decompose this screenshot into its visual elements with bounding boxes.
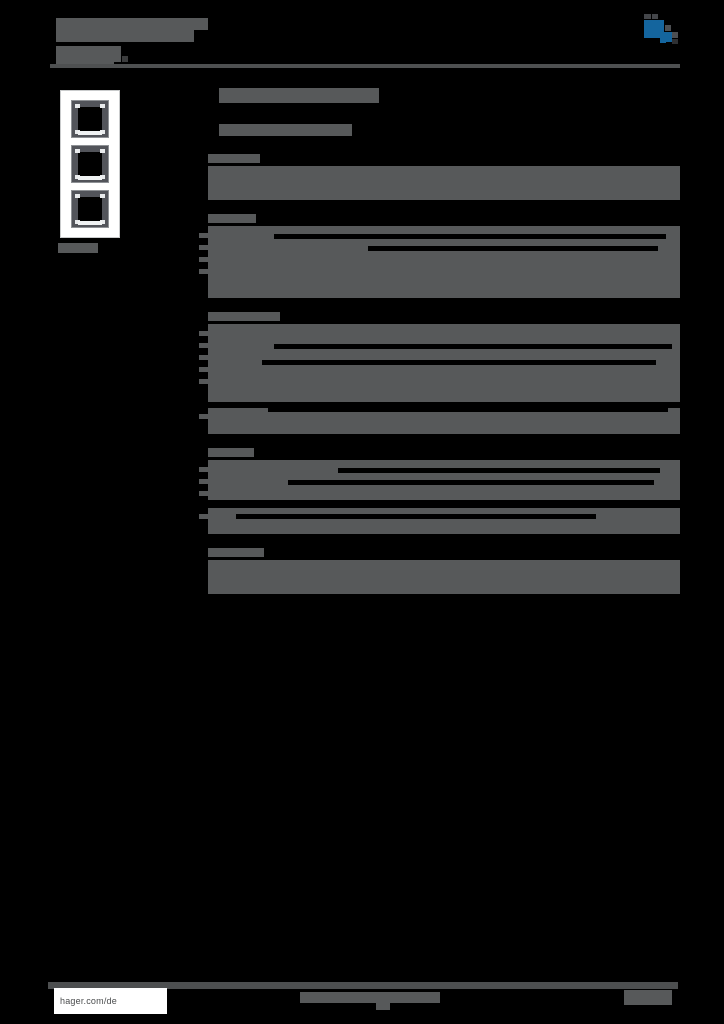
section-heading: [208, 214, 256, 223]
hager-logo-icon: [642, 12, 686, 52]
section-heading: [208, 312, 280, 321]
main-content: [199, 88, 680, 594]
spec-section-3: [199, 312, 680, 402]
header-title-line-1b: [56, 30, 194, 42]
product-image-caption: [58, 243, 98, 253]
header-title-line-2: [56, 46, 121, 62]
section-heading: [208, 154, 260, 163]
footer-url-link[interactable]: hager.com/de: [54, 988, 167, 1014]
footer-right-text: [624, 990, 672, 1005]
header-divider: [50, 64, 680, 68]
section-table: [199, 408, 680, 434]
header-title-line-1: [56, 18, 208, 30]
spec-section-6: [208, 548, 680, 594]
spec-section-1: [208, 154, 680, 200]
section-table: [199, 508, 680, 534]
product-image: [60, 90, 120, 238]
section-table: [199, 324, 680, 402]
footer-url-text: hager.com/de: [60, 996, 117, 1006]
page-title: [219, 88, 379, 103]
section-table: [199, 226, 680, 298]
spec-section-2: [199, 214, 680, 298]
section-heading: [208, 548, 264, 557]
product-gang-2: [71, 144, 109, 183]
spec-section-4: [199, 448, 680, 500]
spec-section-5: [199, 508, 680, 534]
section-table: [199, 460, 680, 500]
footer-page-number: [376, 1003, 390, 1010]
spec-section-3-continued: [199, 408, 680, 434]
section-table: [208, 166, 680, 200]
footer-divider: [48, 982, 678, 989]
footer-center-text: [300, 992, 440, 1003]
product-gang-1: [71, 99, 109, 138]
page-header: [56, 16, 676, 67]
section-table: [208, 560, 680, 594]
section-heading: [208, 448, 254, 457]
page-subtitle: [219, 124, 352, 136]
header-title-dot: [122, 56, 128, 62]
product-gang-3: [71, 190, 109, 229]
